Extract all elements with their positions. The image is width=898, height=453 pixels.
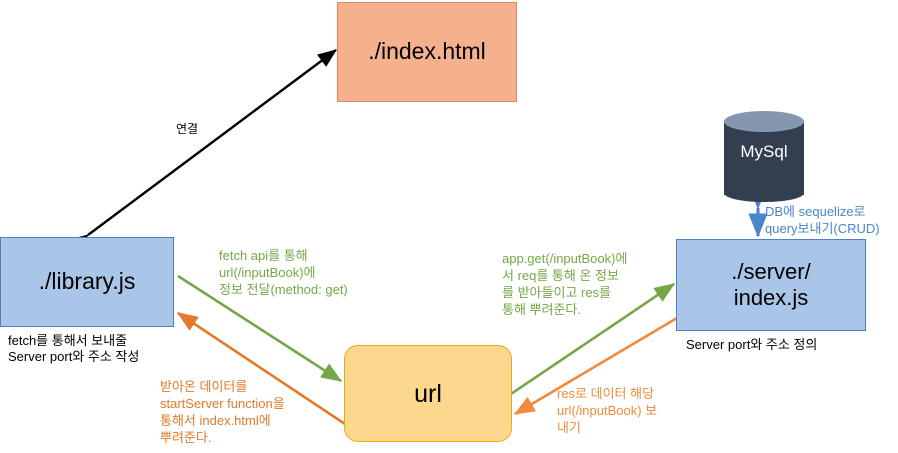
edge-label-start-server: 받아온 데이터를 startServer function을 통해서 index… <box>160 379 285 446</box>
node-server-index-js-label-line1: ./server/ <box>731 259 811 285</box>
cylinder-top-shape <box>724 111 804 132</box>
edge-label-connect: 연결 <box>176 122 199 136</box>
caption-server-index-js: Server port와 주소 정의 <box>686 337 818 352</box>
node-url-label: url <box>414 379 442 408</box>
edge-label-fetch-api: fetch api를 통해 url(/inputBook)에 정보 전달(met… <box>219 248 348 298</box>
node-server-index-js[interactable]: ./server/ index.js <box>676 239 866 331</box>
node-server-index-js-label-line2: index.js <box>733 285 809 310</box>
node-url[interactable]: url <box>344 345 512 442</box>
edge-label-res-send: res로 데이터 해당 url(/inputBook) 보 내기 <box>557 386 658 436</box>
node-library-js[interactable]: ./library.js <box>0 237 174 327</box>
node-index-html[interactable]: ./index.html <box>337 2 517 102</box>
node-mysql-label: MySql <box>740 142 788 161</box>
node-mysql-database[interactable]: MySql <box>724 111 804 202</box>
caption-library-js: fetch를 통해서 보내줄 Server port와 주소 작성 <box>8 333 140 365</box>
edge-connect-arrow <box>68 49 337 252</box>
edge-label-db-query: DB에 sequelize로 query보내기(CRUD) <box>765 204 880 236</box>
node-index-html-label: ./index.html <box>368 38 486 65</box>
cylinder-body-shape <box>724 121 804 195</box>
node-library-js-label: ./library.js <box>38 268 136 295</box>
edge-label-app-get: app.get(/inputBook)에 서 req를 통해 온 정보 를 받아… <box>502 251 628 318</box>
